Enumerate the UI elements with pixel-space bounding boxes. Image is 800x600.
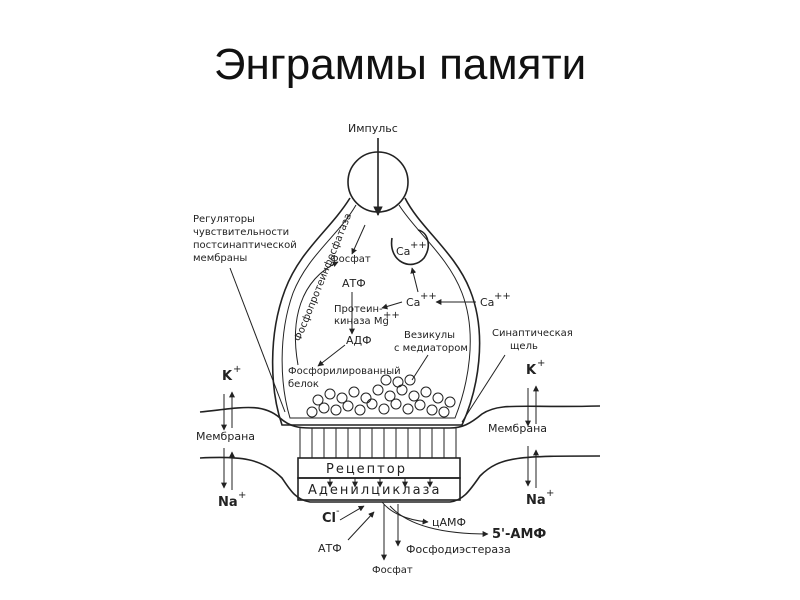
adf-label: АДФ <box>346 334 372 347</box>
regulators-label: Регуляторы чувствительности постсинаптич… <box>193 214 297 264</box>
fosfat-arrow <box>351 224 366 255</box>
vesicle-cluster <box>306 374 456 418</box>
svg-text:Синаптическая: Синаптическая <box>492 328 573 339</box>
receptor-label: Рецептор <box>326 462 407 477</box>
adenylate-cyclase-label: Аденилциклаза <box>308 483 441 498</box>
ca-right-charge: ++ <box>494 291 511 302</box>
regulators-pointer <box>229 267 286 413</box>
ca-up-arrow <box>410 267 419 293</box>
phosphorylated-protein-label: Фосфорилированный белок <box>288 366 401 390</box>
svg-text:с медиатором: с медиатором <box>394 343 468 354</box>
na-right-charge: + <box>546 488 554 499</box>
atf-bottom-arrow <box>347 511 375 541</box>
svg-text:Регуляторы: Регуляторы <box>193 214 255 225</box>
receptor-stripes <box>299 428 457 458</box>
na-right-label: Na <box>526 493 546 508</box>
svg-text:Протеин-: Протеин- <box>334 304 383 315</box>
membrane-right-label: Мембрана <box>488 422 547 435</box>
membrane-lower <box>199 455 601 503</box>
five-amf-arrow <box>389 505 489 537</box>
cl-charge: - <box>336 506 340 517</box>
synaptic-cleft-pointer <box>461 354 506 423</box>
membrane-left-label: Мембрана <box>196 430 255 443</box>
na-left-charge: + <box>238 490 246 501</box>
presynaptic-inner <box>281 204 471 419</box>
cl-arrow <box>339 505 365 521</box>
svg-text:киназа Mg: киназа Mg <box>334 316 389 327</box>
svg-text:Везикулы: Везикулы <box>404 330 455 341</box>
membrane-upper <box>199 405 601 429</box>
ca-inside-label: Ca <box>396 245 410 258</box>
svg-text:постсинаптической: постсинаптической <box>193 240 297 251</box>
five-amf-label: 5'-АМФ <box>492 527 546 542</box>
camf-arrow <box>381 501 429 525</box>
svg-text:Фосфорилированный: Фосфорилированный <box>288 366 401 377</box>
svg-text:белок: белок <box>288 379 319 390</box>
synaptic-cleft-label: Синаптическая щель <box>492 328 573 352</box>
fosfat-bottom-label: Фосфат <box>372 565 413 576</box>
vesicles-pointer <box>411 354 429 381</box>
ca-left-charge: ++ <box>420 291 437 302</box>
ca-inside-charge: ++ <box>410 240 427 251</box>
svg-text:мембраны: мембраны <box>193 253 247 264</box>
k-left-label: K <box>222 369 233 384</box>
k-right-label: K <box>526 363 537 378</box>
atf-top-label: АТФ <box>342 277 366 290</box>
adenylate-cyclase-box <box>297 477 461 501</box>
svg-text:чувствительности: чувствительности <box>193 227 289 238</box>
impulse-label: Импульс <box>348 122 398 135</box>
ca-pocket <box>390 229 430 266</box>
ca-to-kinase-arrow <box>381 301 403 310</box>
ca-right-label: Ca <box>480 296 494 309</box>
k-left-charge: + <box>233 364 241 375</box>
camf-label: цАМФ <box>432 516 466 529</box>
adf-to-protein-arrow <box>317 344 346 367</box>
slide-title: Энграммы памяти <box>213 40 587 89</box>
svg-text:щель: щель <box>510 341 538 352</box>
k-right-charge: + <box>537 358 545 369</box>
phosphodiesterase-label: Фосфодиэстераза <box>406 543 511 556</box>
fosfat-top-label: Фосфат <box>330 254 371 265</box>
proteinkinase-label: Протеин- киназа Mg <box>334 304 389 327</box>
na-left-label: Na <box>218 495 238 510</box>
ca-left-label: Ca <box>406 296 420 309</box>
cl-label: Cl <box>322 511 336 526</box>
phosphatase-loop-arrow <box>295 261 339 366</box>
vesicles-label: Везикулы с медиатором <box>394 330 468 354</box>
atf-bottom-label: АТФ <box>318 542 342 555</box>
receptor-arrows <box>327 478 433 488</box>
presynaptic-terminal <box>271 197 481 426</box>
mg-charge: ++ <box>383 310 400 321</box>
